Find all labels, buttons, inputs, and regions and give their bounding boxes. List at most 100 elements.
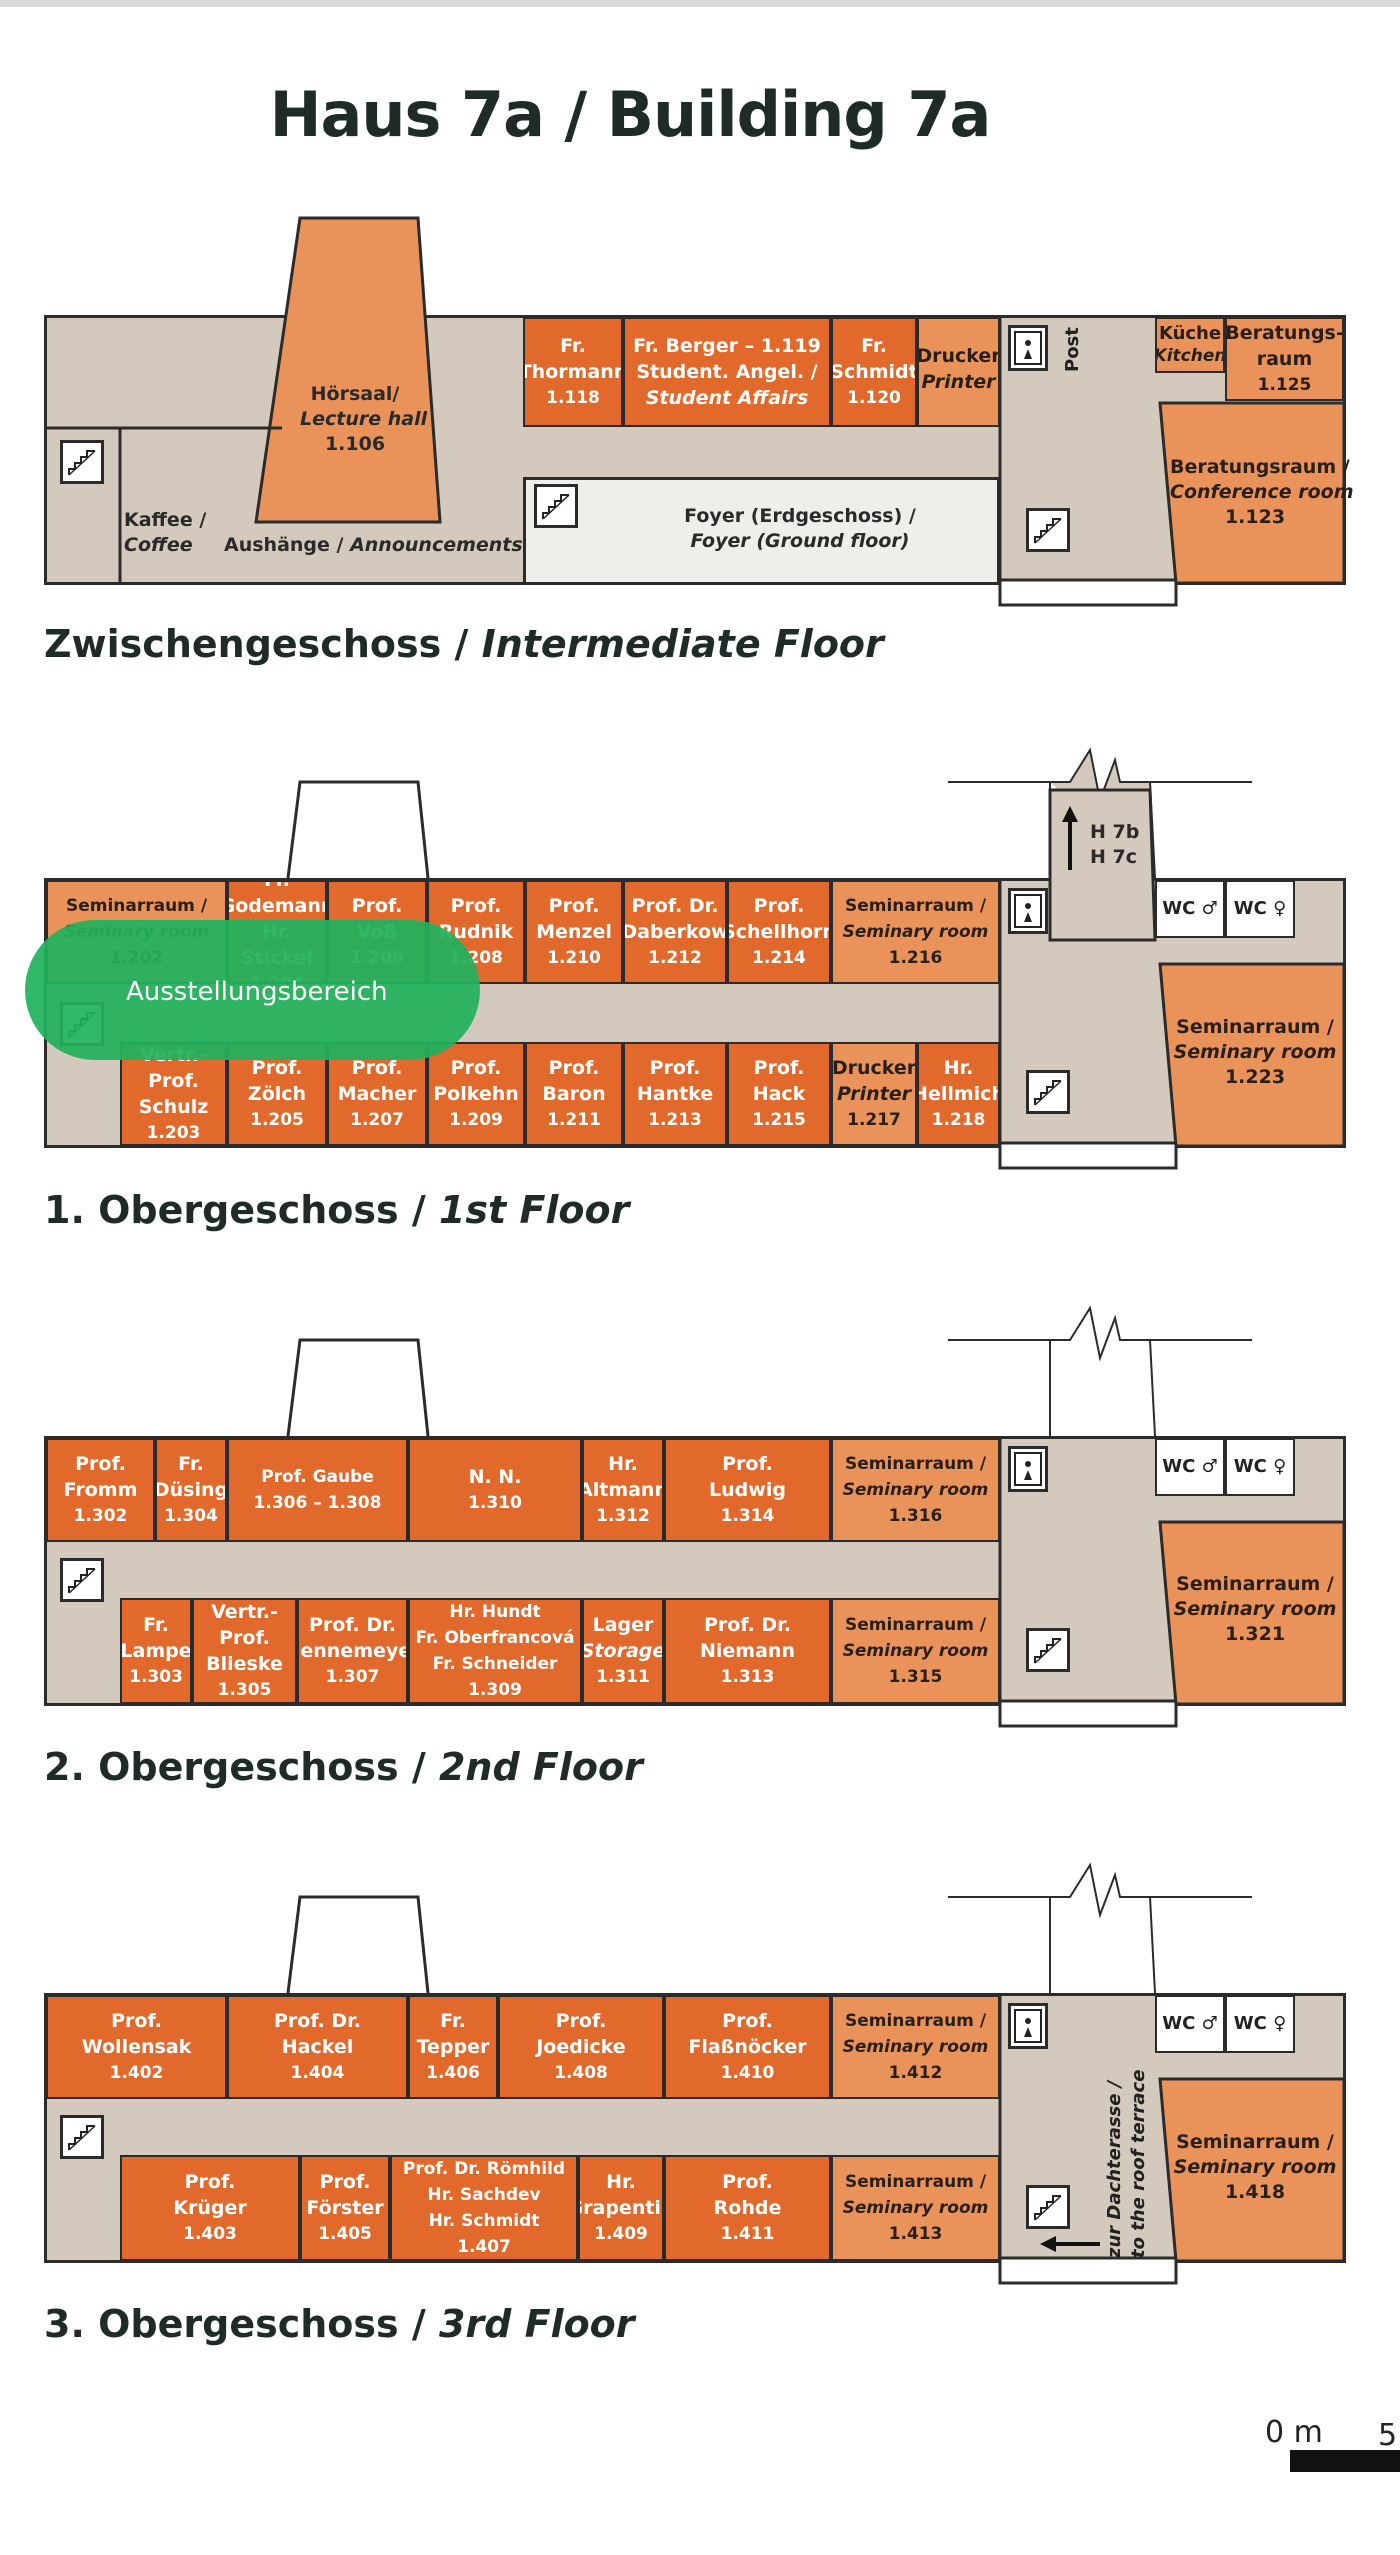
lecture-hall-de: Hörsaal/: [310, 383, 400, 405]
room-text: Seminary room: [842, 1641, 989, 1661]
arrow-label-h7c: H 7c: [1090, 846, 1137, 868]
room-text: Hantke: [636, 1083, 714, 1105]
room-text: Seminary room: [843, 919, 989, 945]
room-number: 1.405: [318, 2224, 372, 2244]
room-number: 1.316: [888, 1506, 943, 1526]
room-number: 1.125: [1257, 375, 1312, 395]
post-label: Post: [1062, 327, 1083, 372]
room-number: 1.307: [325, 1667, 380, 1687]
room-name: Seminarraum /: [1176, 1016, 1334, 1038]
room-text: Hr. Sachdev: [427, 2185, 541, 2205]
room-number: 1.223: [1224, 1066, 1286, 1088]
elevator-icon: [1008, 888, 1048, 934]
printer-de: Drucker: [917, 345, 1000, 367]
floor-label-intermediate: Zwischengeschoss / Intermediate Floor: [44, 622, 884, 666]
room-number: 1.305: [217, 1680, 272, 1700]
room-number: 1.304: [164, 1506, 218, 1526]
room-text: Seminary room: [842, 2198, 989, 2218]
room-text: Joedicke: [536, 2036, 626, 2058]
room-text: Fr.: [143, 1614, 169, 1636]
room-1-118: Fr. Thormann 1.118: [523, 317, 623, 427]
room-text: Schellhorn: [727, 921, 831, 943]
room-text: Prof. Gaube: [261, 1467, 374, 1487]
room-text: Hennemeyer: [299, 1640, 406, 1662]
room-text: Macher: [337, 1083, 417, 1105]
room-number: 1.203: [146, 1123, 201, 1143]
room-text: Grapentin: [580, 2197, 662, 2219]
room-number: 1.404: [290, 2063, 345, 2083]
room-purpose: Seminary room: [1173, 1041, 1337, 1063]
room-text: Hr.: [943, 1057, 974, 1079]
printer-room: Drucker Printer: [917, 317, 1000, 427]
room-number: 1.402: [109, 2063, 164, 2083]
scale-bar: [1290, 2450, 1400, 2472]
arrow-label-h7b: H 7b: [1090, 821, 1140, 843]
room-1-125: Beratungs- raum 1.125: [1225, 317, 1344, 401]
room-number: 1.413: [888, 2224, 943, 2244]
room-number: 1.312: [596, 1506, 650, 1526]
elevator-icon: [1008, 2003, 1048, 2049]
room-1-119: Fr. Berger – 1.119 Student. Angel. / Stu…: [623, 317, 831, 427]
room-text: Hr. Hundt: [449, 1602, 541, 1622]
floor-label-en: 3rd Floor: [438, 2302, 635, 2346]
room-number: 1.311: [596, 1667, 650, 1687]
seminar-room-1-418: Seminarraum / Seminary room 1.418: [1170, 2130, 1340, 2205]
announcements-de: Aushänge /: [224, 534, 351, 556]
stairs-icon: [1026, 2185, 1070, 2229]
room-number: 1.314: [720, 1506, 775, 1526]
room-text: Seminarraum /: [844, 896, 987, 916]
room-text: Prof.: [753, 895, 805, 917]
room-text: Printer: [836, 1083, 912, 1105]
stairs-icon: [534, 484, 578, 528]
room-text: Prof.: [753, 1057, 805, 1079]
room-text: Seminarraum /: [844, 1454, 987, 1474]
room-number: 1.321: [1224, 1623, 1286, 1645]
room-number: 1.212: [648, 948, 702, 968]
coffee-label: Kaffee / Coffee: [124, 508, 206, 558]
room-purpose: Seminary room: [1173, 1598, 1337, 1620]
room-number: 1.302: [73, 1506, 128, 1526]
coffee-de: Kaffee /: [124, 509, 207, 531]
room-name: Beratungs-: [1225, 322, 1344, 344]
exhibition-area-label[interactable]: Ausstellungsbereich: [126, 977, 388, 1007]
top-rule: [0, 0, 1400, 7]
room-number: 1.310: [468, 1493, 522, 1513]
room-number: 1.408: [554, 2063, 608, 2083]
room-number: 1.215: [752, 1110, 806, 1130]
room-text: Prof. Dr.: [308, 1614, 397, 1636]
room-number: 1.313: [720, 1667, 775, 1687]
wc-women: WC ♀: [1225, 1995, 1295, 2053]
exhibition-area-badge[interactable]: [25, 920, 480, 1060]
seminar-room-1-321: Seminarraum / Seminary room 1.321: [1170, 1572, 1340, 1647]
room-text: Düsing: [155, 1479, 227, 1501]
room-text: Prof.: [548, 895, 600, 917]
kitchen: Küche Kitchen: [1155, 317, 1225, 373]
room-number: 1.207: [350, 1110, 404, 1130]
room-text: Hr.: [606, 2171, 636, 2193]
floor-label-de: 2. Obergeschoss /: [44, 1745, 439, 1789]
room-number: 1.218: [931, 1110, 986, 1130]
lecture-hall-number: 1.106: [324, 433, 386, 455]
room-number: 1.411: [720, 2224, 775, 2244]
room-number: 1.210: [547, 948, 601, 968]
room-text: Seminary room: [843, 1477, 989, 1503]
room-number: 1.118: [546, 388, 600, 408]
floor-label-2: 2. Obergeschoss / 2nd Floor: [44, 1745, 643, 1789]
room-text: Fr.: [264, 880, 290, 891]
room-number: 1.209: [449, 1110, 503, 1130]
foyer-label: Foyer (Erdgeschoss) / Foyer (Ground floo…: [640, 504, 960, 554]
